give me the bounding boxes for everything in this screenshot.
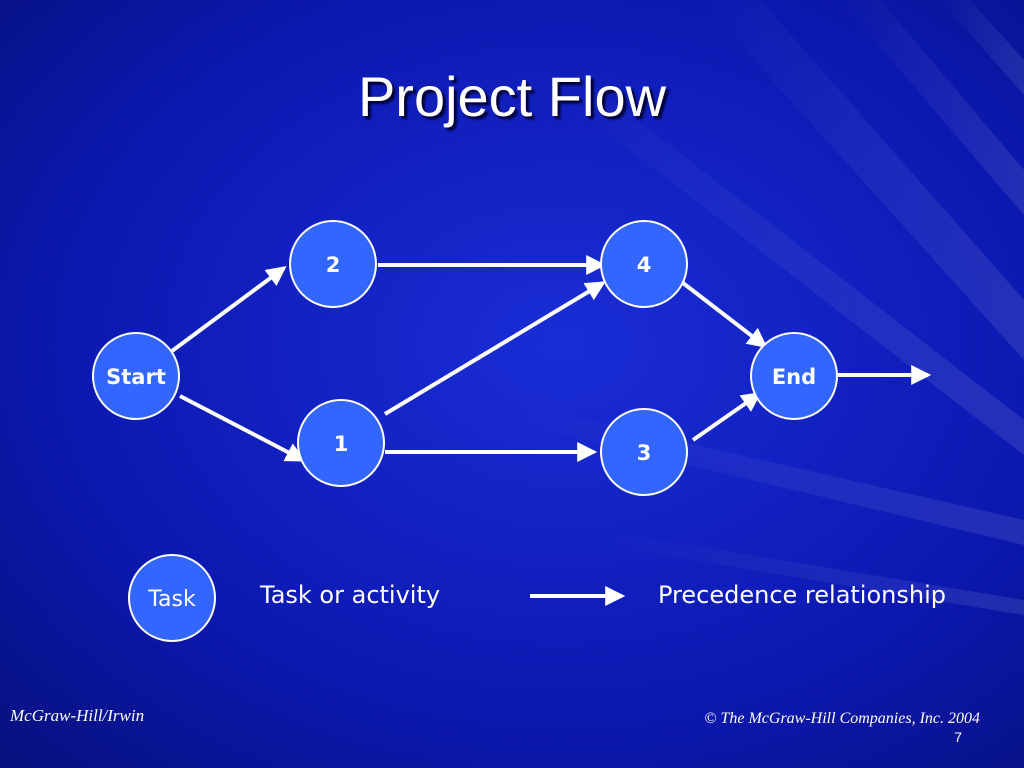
node-end: End xyxy=(750,332,838,420)
node-4-label: 4 xyxy=(637,253,652,277)
node-4: 4 xyxy=(600,220,688,308)
legend-task-node-label: Task xyxy=(147,587,196,612)
slide-title: Project Flow xyxy=(357,65,667,128)
node-2: 2 xyxy=(289,220,377,308)
node-3: 3 xyxy=(600,408,688,496)
node-start-label: Start xyxy=(106,365,166,389)
node-1-label: 1 xyxy=(334,432,349,456)
footer-copyright: © The McGraw-Hill Companies, Inc. 2004 xyxy=(704,710,980,727)
footer-publisher: McGraw-Hill/Irwin xyxy=(10,706,145,725)
precedence-arrows xyxy=(170,255,932,462)
legend-task-description: Task or activity xyxy=(260,581,441,609)
arrow-4-to-end xyxy=(681,281,768,348)
node-end-label: End xyxy=(772,365,816,389)
arrow-3-to-end xyxy=(691,392,762,442)
legend-task-node: Task xyxy=(128,554,216,642)
node-2-label: 2 xyxy=(326,253,341,277)
arrow-start-to-1 xyxy=(179,394,306,462)
node-1: 1 xyxy=(297,399,385,487)
page-number: 7 xyxy=(954,729,962,745)
node-start: Start xyxy=(92,332,180,420)
arrow-start-to-2 xyxy=(170,266,287,353)
node-3-label: 3 xyxy=(637,441,652,465)
arrow-1-to-4 xyxy=(383,281,606,416)
legend-arrow-description: Precedence relationship xyxy=(658,581,946,609)
